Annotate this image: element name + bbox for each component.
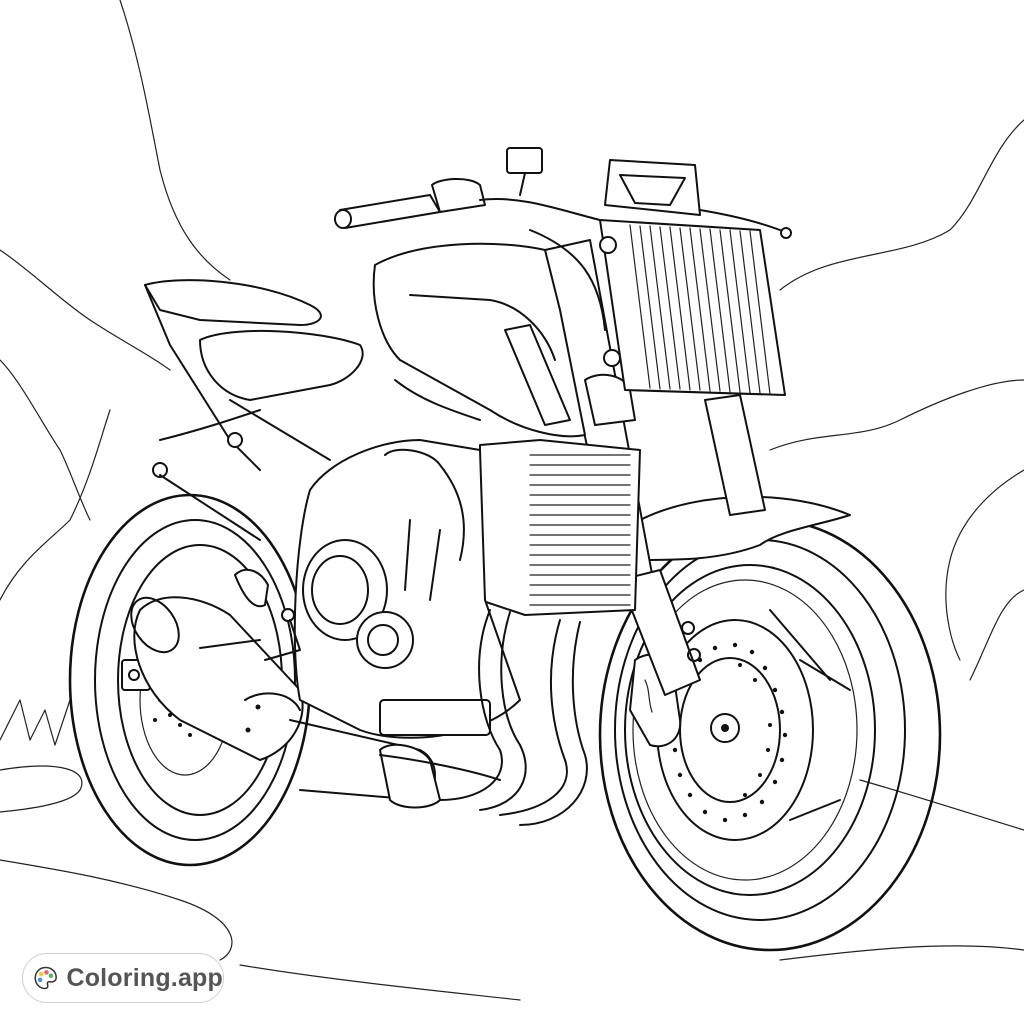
coloring-app-watermark[interactable]: Coloring.app xyxy=(22,953,224,1003)
seat-and-tail xyxy=(144,279,364,541)
palette-icon xyxy=(34,966,57,990)
exhaust-muffler xyxy=(130,596,441,809)
ground-road xyxy=(0,699,1024,1001)
fuel-tank xyxy=(374,244,586,438)
handlebar xyxy=(334,147,792,331)
exhaust-headers xyxy=(379,609,588,826)
front-radiator xyxy=(599,159,786,396)
engine-block xyxy=(293,439,521,739)
background-mountains xyxy=(0,0,1024,681)
rear-sets xyxy=(199,568,301,661)
watermark-brand-text: Coloring.app xyxy=(66,963,223,992)
side-radiator xyxy=(479,439,641,616)
